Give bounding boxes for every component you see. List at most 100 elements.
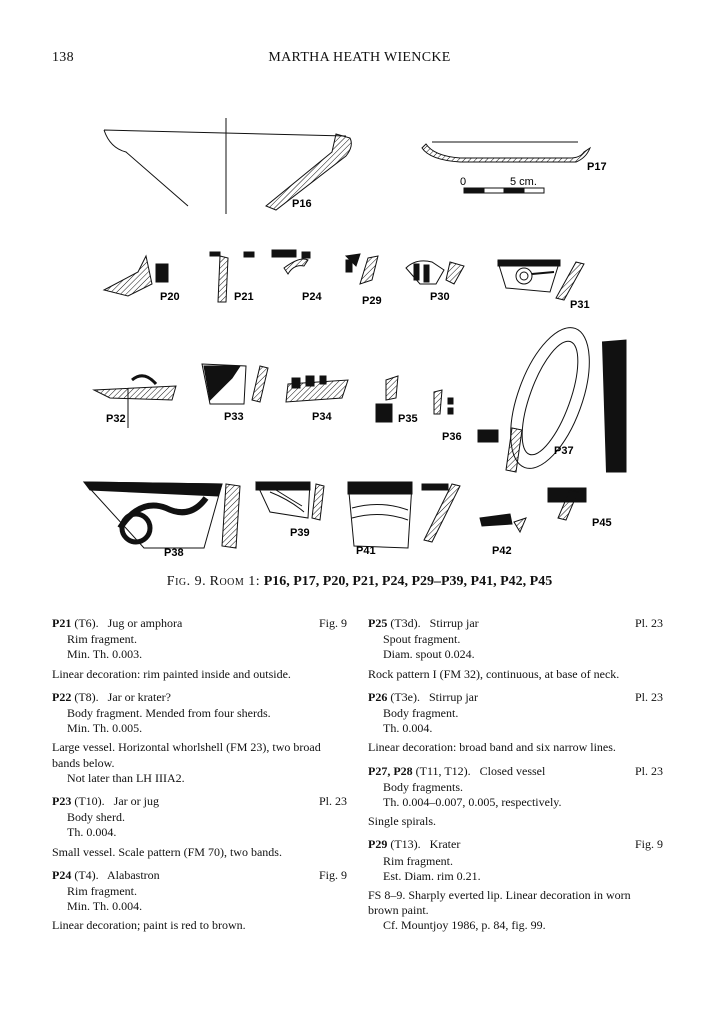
label-p36: P36 xyxy=(442,431,462,443)
entry-context: (T11, T12). xyxy=(415,763,471,778)
entry-description-text: Single spirals. xyxy=(368,814,436,829)
label-p21: P21 xyxy=(234,291,254,303)
sherd-p35 xyxy=(375,375,399,423)
entry-detail: Spout fragment. xyxy=(383,632,461,647)
entry-description-text: Small vessel. Scale pattern (FM 70), two… xyxy=(52,844,282,859)
entry-vessel: Closed vessel xyxy=(479,763,546,778)
entry-vessel: Alabastron xyxy=(107,867,160,882)
entry-description-text: Large vessel. Horizontal whorlshell (FM … xyxy=(52,740,321,770)
label-p20: P20 xyxy=(160,291,180,303)
sherd-p37 xyxy=(477,327,627,473)
entry-reference: Pl. 23 xyxy=(634,763,663,778)
entry-reference: Fig. 9 xyxy=(634,837,663,852)
entry-vessel: Jar or krater? xyxy=(107,689,171,704)
entry-detail: Body fragment. Mended from four sherds. xyxy=(67,706,271,721)
entry-vessel: Krater xyxy=(429,837,461,852)
page-number: 138 xyxy=(52,50,74,65)
entry-detail: Diam. spout 0.024. xyxy=(383,647,475,662)
entry-description: FS 8–9. Sharply everted lip. Linear deco… xyxy=(368,888,663,934)
sherd-p39 xyxy=(255,481,325,521)
entry-context: (T13). xyxy=(390,837,421,852)
sherd-p32 xyxy=(92,374,177,428)
entry-id: P26 xyxy=(368,689,388,704)
scale-zero: 0 xyxy=(460,176,466,188)
caption-fig: Fig. 9. xyxy=(166,574,207,589)
label-p34: P34 xyxy=(312,411,332,423)
entry-detail: Rim fragment. xyxy=(67,632,137,647)
caption-items: P16, P17, P20, P21, P24, P29–P39, P41, P… xyxy=(263,574,553,589)
label-p37: P37 xyxy=(554,445,574,457)
sherd-p17 xyxy=(421,141,592,163)
entry-detail: Min. Th. 0.003. xyxy=(67,647,143,662)
sherd-p41 xyxy=(347,481,461,549)
entry-description-text: FS 8–9. Sharply everted lip. Linear deco… xyxy=(368,888,631,918)
entry-detail: Th. 0.004–0.007, 0.005, respectively. xyxy=(383,795,562,810)
sherd-p31 xyxy=(497,259,585,301)
entry-description: Linear decoration: rim painted inside an… xyxy=(52,667,347,682)
entry-context: (T3d). xyxy=(390,616,421,630)
entry-note: Cf. Mountjoy 1986, p. 84, fig. 99. xyxy=(383,918,546,933)
entry-description-text: Linear decoration; paint is red to brown… xyxy=(52,918,246,933)
entry-detail: Min. Th. 0.004. xyxy=(67,899,143,914)
entry-detail: Rim fragment. xyxy=(383,853,453,868)
pottery-figure: P16 P17 P20 P21 P24 P29 P30 P31 P32 P33 … xyxy=(82,118,627,559)
entry-vessel: Stirrup jar xyxy=(429,616,479,630)
entry-description-text: Linear decoration: rim painted inside an… xyxy=(52,666,291,681)
entry-description: Linear decoration: broad band and six na… xyxy=(368,740,663,755)
label-p32: P32 xyxy=(106,413,126,425)
entry-detail: Body fragment. xyxy=(383,706,459,721)
sherd-p21 xyxy=(209,251,255,303)
label-p42: P42 xyxy=(492,545,512,557)
entry-context: (T8). xyxy=(74,689,99,704)
entry-vessel: Jar or jug xyxy=(113,794,159,809)
sherd-p30 xyxy=(405,260,465,285)
entry-detail: Body sherd. xyxy=(67,810,125,825)
entry-reference: Fig. 9 xyxy=(318,867,347,882)
entry-description: Small vessel. Scale pattern (FM 70), two… xyxy=(52,845,347,860)
label-p31: P31 xyxy=(570,299,590,311)
label-p39: P39 xyxy=(290,527,310,539)
sherd-p38 xyxy=(82,481,241,549)
entry-reference: Pl. 23 xyxy=(634,616,663,630)
entry-detail: Est. Diam. rim 0.21. xyxy=(383,868,481,883)
entry-reference: Fig. 9 xyxy=(318,616,347,630)
label-p24: P24 xyxy=(302,291,322,303)
entry-vessel: Jug or amphora xyxy=(107,616,183,630)
entry-vessel: Stirrup jar xyxy=(429,689,478,704)
catalog-entry: P26 (T3e). Stirrup jar Pl. 23 Body fragmen… xyxy=(368,690,663,756)
entry-reference: Pl. 23 xyxy=(318,794,347,809)
entry-context: (T3e). xyxy=(390,689,420,704)
sherd-p42 xyxy=(479,513,527,534)
entry-description: Rock pattern I (FM 32), continuous, at b… xyxy=(368,667,663,682)
sherd-p24 xyxy=(271,249,311,275)
label-p29: P29 xyxy=(362,295,382,307)
catalog-entry: P25 (T3d). Stirrup jar Pl. 23 Spout fragme… xyxy=(368,616,663,682)
entry-heading: P26 (T3e). Stirrup jar Pl. 23 xyxy=(368,690,663,705)
label-p35: P35 xyxy=(398,413,418,425)
entry-heading: P22 (T8). Jar or krater? xyxy=(52,690,347,705)
sherd-p16 xyxy=(103,118,352,214)
entry-id: P25 xyxy=(368,616,388,630)
entry-detail: Th. 0.004. xyxy=(67,825,117,840)
entry-heading: P25 (T3d). Stirrup jar Pl. 23 xyxy=(368,616,663,631)
figure-caption: Fig. 9. Room 1: P16, P17, P20, P21, P24,… xyxy=(0,574,719,590)
entry-description: Linear decoration; paint is red to brown… xyxy=(52,918,347,933)
caption-room: Room 1: xyxy=(209,574,261,589)
entry-reference: Pl. 23 xyxy=(634,689,663,704)
label-p41: P41 xyxy=(356,545,376,557)
entry-description-text: Linear decoration: broad band and six na… xyxy=(368,740,616,755)
sherd-p34 xyxy=(285,375,349,403)
sherd-p20 xyxy=(102,254,169,297)
